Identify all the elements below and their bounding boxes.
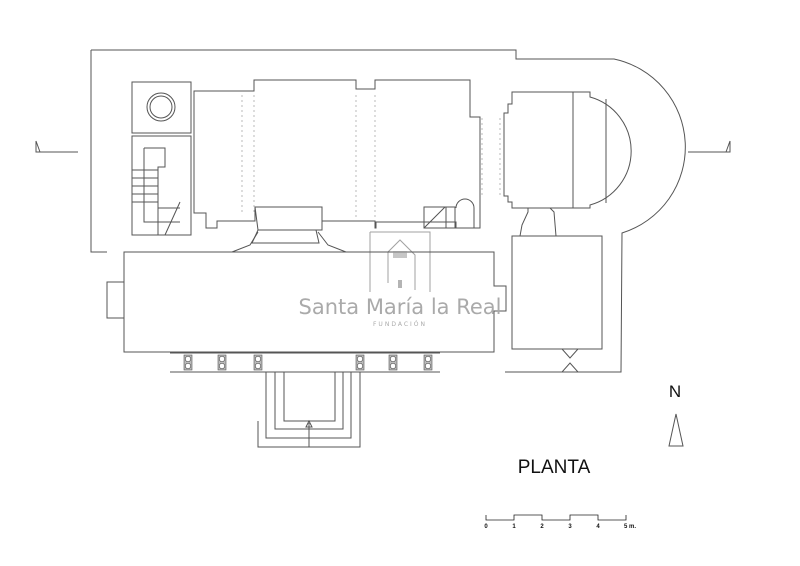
column <box>355 354 365 371</box>
section-marker-left <box>35 140 78 153</box>
scale-label: 4 <box>596 524 600 530</box>
well-inner <box>149 95 173 119</box>
nave-side-door <box>106 281 125 319</box>
column-shaft <box>255 355 262 362</box>
column <box>217 354 227 371</box>
scale-bar <box>485 514 627 521</box>
column-shaft <box>389 362 396 369</box>
column <box>423 354 433 371</box>
column-shaft <box>356 362 363 369</box>
porch-arrow <box>305 419 313 447</box>
column-shaft <box>389 355 396 362</box>
watermark-name: Santa María la Real <box>299 295 502 319</box>
altar <box>251 206 323 244</box>
column-shaft <box>255 362 262 369</box>
column <box>183 354 193 371</box>
apse <box>503 91 632 209</box>
column-shaft <box>356 355 363 362</box>
nave <box>123 251 507 353</box>
upper-block <box>193 79 481 229</box>
column-shaft <box>185 355 192 362</box>
column-shaft <box>424 362 431 369</box>
scale-labels: 0 1 2 3 4 5 m. <box>484 524 636 530</box>
section-marker-right <box>688 140 731 153</box>
north-label: N <box>669 382 681 401</box>
watermark-logo <box>369 231 431 292</box>
column <box>388 354 398 371</box>
small-stair <box>423 198 475 229</box>
outer-wall <box>90 49 686 373</box>
watermark-subtitle: FUNDACIÓN <box>373 321 427 328</box>
column-shaft <box>219 355 226 362</box>
scale-label: 5 m. <box>624 524 636 530</box>
column-shaft <box>219 362 226 369</box>
column <box>253 354 263 371</box>
tower-well <box>131 81 192 134</box>
north-arrow-icon <box>668 413 684 447</box>
scale-label: 0 <box>484 524 488 530</box>
altar-steps <box>231 231 347 253</box>
column-shaft <box>185 362 192 369</box>
apse-step <box>519 207 557 237</box>
annex-window <box>560 348 580 373</box>
well-icon <box>146 92 176 122</box>
scale-label: 3 <box>568 524 572 530</box>
columns <box>183 354 433 371</box>
plan-title: PLANTA <box>518 457 591 478</box>
scale-label: 2 <box>540 524 544 530</box>
column-shaft <box>424 355 431 362</box>
annex-room <box>511 235 603 350</box>
colonnade <box>170 352 440 373</box>
staircase <box>131 135 192 236</box>
scale-label: 1 <box>512 524 516 530</box>
